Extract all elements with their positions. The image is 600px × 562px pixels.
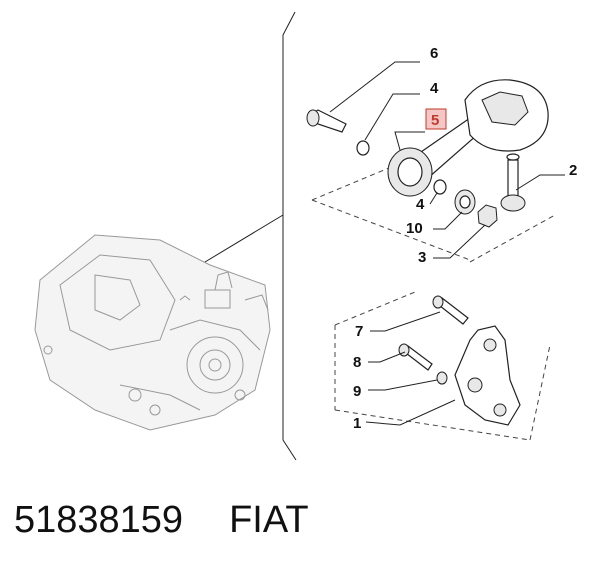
gearbox-illustration [34,234,271,431]
divider-lines [204,11,297,461]
callout-9: 9 [353,383,361,400]
bolt-part-2 [500,153,526,212]
callout-5: 5 [431,112,439,129]
callout-6: 6 [430,45,438,62]
exploded-parts-diagram: 6 4 5 2 4 10 3 7 8 9 1 [34,11,577,461]
callout-5-highlight-box [425,108,447,130]
brand-name: FIAT [229,498,309,541]
bracket-part-1 [454,325,521,426]
callout-3: 3 [418,249,426,266]
bolt-part-7 [432,295,469,325]
callout-4-lower: 4 [416,196,425,213]
part-number: 51838159 [14,498,184,541]
callout-2: 2 [569,162,577,179]
torque-rod-part-5 [387,79,549,197]
washer-part-4-lower [433,179,447,195]
bolt-part-6 [306,109,347,133]
leader-lines [329,61,565,426]
washer-part-9 [436,371,448,385]
bushing-part-10 [454,189,476,215]
callout-10: 10 [406,220,423,237]
part-caption: 51838159 FIAT [14,490,309,550]
callout-4-top: 4 [430,80,439,97]
callout-8: 8 [353,354,361,371]
bolt-part-8 [398,343,433,371]
assembly-guides [311,154,556,441]
callout-7: 7 [355,323,363,340]
washer-part-4-top [356,140,370,156]
nut-part-3 [477,204,498,228]
callout-1: 1 [353,415,361,432]
